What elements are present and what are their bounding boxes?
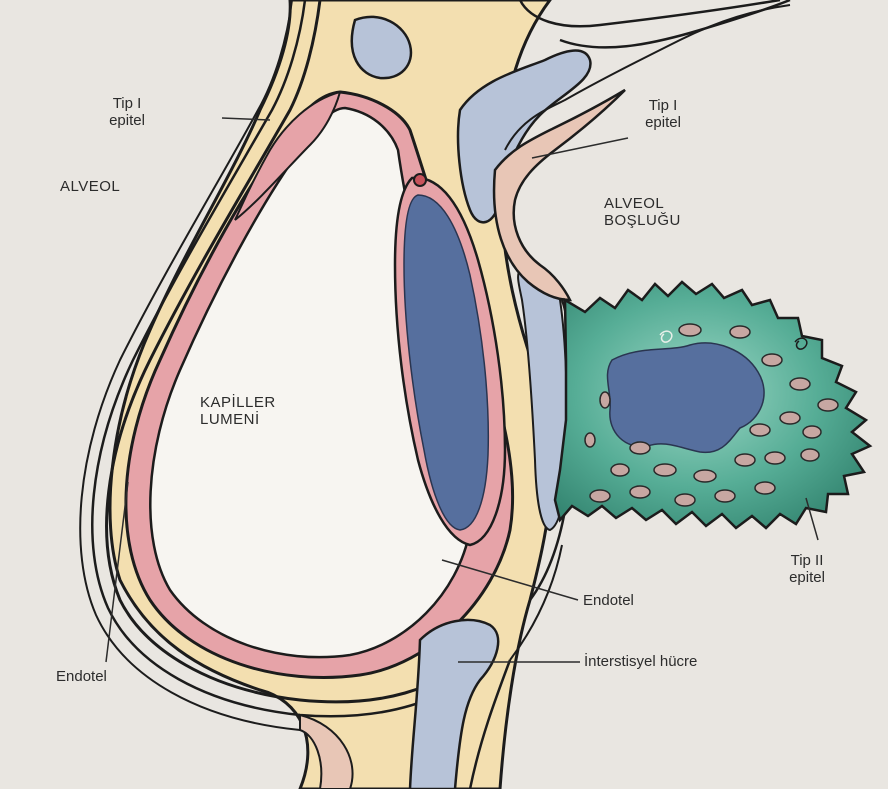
label-text: ALVEOL — [604, 195, 681, 212]
label-text: epitel — [772, 569, 842, 586]
label-text: epitel — [626, 114, 700, 131]
label-text: KAPİLLER — [200, 394, 276, 411]
label-text: Tip I — [626, 97, 700, 114]
label-text: BOŞLUĞU — [604, 212, 681, 229]
label-alveol-boslugu: ALVEOL BOŞLUĞU — [604, 195, 681, 229]
label-tip1-epitel-left: Tip I epitel — [92, 95, 162, 129]
type2-epithelial-cell — [555, 282, 870, 528]
label-endotel-center: Endotel — [583, 592, 634, 609]
label-kapiller-lumeni: KAPİLLER LUMENİ — [200, 394, 276, 428]
label-tip1-epitel-right: Tip I epitel — [626, 97, 700, 131]
label-text: Tip II — [772, 552, 842, 569]
label-text: epitel — [92, 112, 162, 129]
label-text: Tip I — [92, 95, 162, 112]
label-tip2-epitel: Tip II epitel — [772, 552, 842, 586]
label-endotel-left: Endotel — [56, 668, 107, 685]
label-alveol: ALVEOL — [60, 178, 120, 195]
label-text: LUMENİ — [200, 411, 276, 428]
label-interstisyel-hucre: İnterstisyel hücre — [584, 653, 697, 670]
